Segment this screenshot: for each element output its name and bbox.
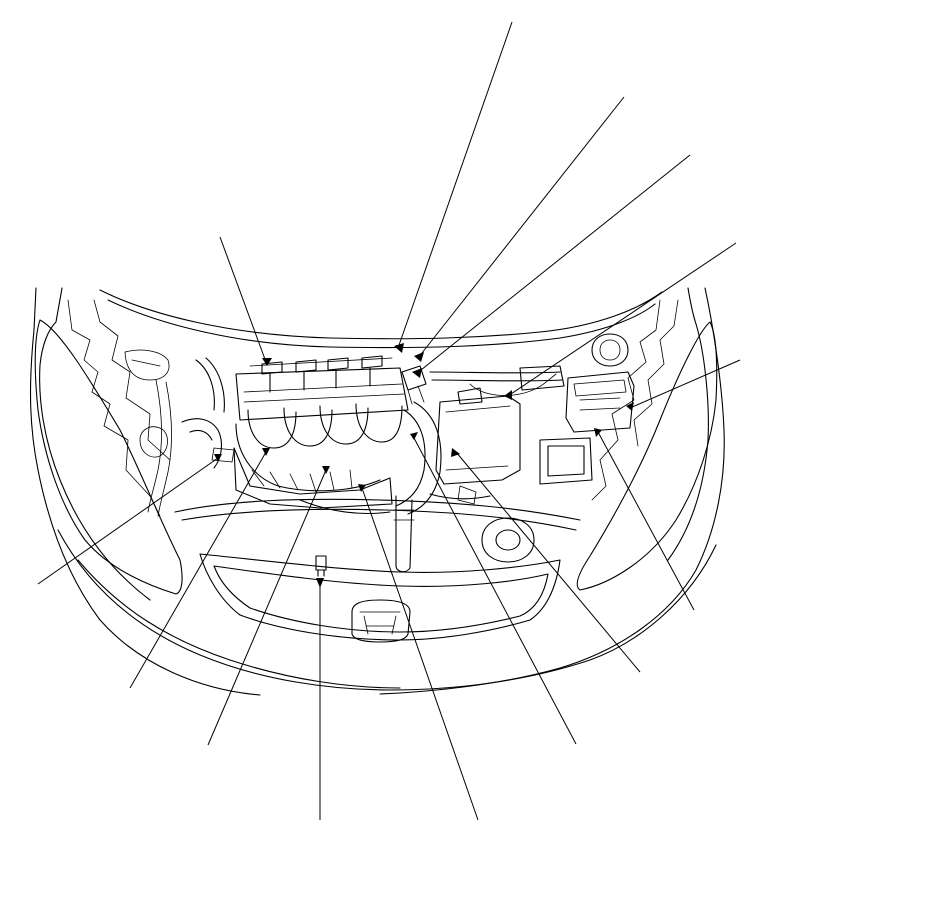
air-cleaner-lid — [445, 405, 511, 471]
marker-9 — [410, 432, 418, 440]
leader-lines — [37, 21, 741, 821]
leader-line-10 — [361, 487, 479, 821]
emblem-outer — [351, 599, 411, 643]
front-bumper — [57, 529, 717, 691]
leader-line-4 — [415, 154, 691, 375]
component-markers — [214, 343, 634, 588]
leader-line-12 — [129, 451, 267, 689]
right-inner-bracket — [539, 437, 593, 485]
left-clamp — [211, 447, 235, 463]
leader-line-9 — [413, 437, 577, 745]
engine-mount — [457, 485, 477, 505]
ignition-coils — [249, 355, 393, 393]
intake-tube — [395, 409, 426, 507]
leader-line-3 — [417, 96, 625, 359]
hood-edge — [99, 289, 663, 340]
exhaust-manifold — [233, 447, 393, 509]
leader-line-6 — [629, 359, 741, 409]
left-fender-inner — [39, 287, 151, 601]
grille-inner — [213, 565, 549, 633]
leader-line-8 — [455, 451, 641, 673]
grille-outer — [199, 553, 561, 641]
left-hose-2 — [195, 357, 225, 413]
intake-runners — [235, 403, 403, 492]
left-bracket-round — [139, 426, 168, 458]
left-apron-bracket — [124, 349, 170, 381]
intake-tube-outer — [407, 401, 442, 515]
air-duct — [395, 495, 413, 573]
marker-5 — [504, 390, 512, 400]
leader-line-13 — [37, 457, 219, 585]
front-sensor — [315, 555, 327, 577]
exhaust-heat-shield — [251, 469, 353, 493]
leader-line-1 — [219, 236, 267, 363]
brake-booster-box — [519, 365, 565, 391]
engine-lower — [299, 493, 491, 514]
marker-14 — [316, 578, 324, 588]
valve-cover-rail — [243, 383, 405, 403]
hood-edge-inner — [107, 299, 656, 349]
vehicle-body — [29, 287, 725, 696]
air-cleaner-connector — [457, 387, 483, 405]
radiator-cap — [481, 517, 535, 563]
air-duct-ribs — [393, 509, 415, 521]
battery-box-top — [573, 379, 627, 411]
throttle-linkage — [407, 385, 425, 405]
valve-cover — [235, 367, 409, 421]
left-headlamp — [34, 319, 183, 595]
coolant-reservoir-cap-inner — [599, 339, 621, 361]
marker-6 — [626, 402, 634, 411]
upper-hose-right — [469, 373, 557, 396]
right-headlamp — [576, 321, 718, 591]
right-apron-details — [591, 299, 679, 501]
marker-1 — [262, 358, 272, 366]
left-washer-hose — [147, 379, 173, 517]
leader-line-5 — [507, 242, 737, 397]
radiator-cap-inner — [495, 529, 521, 551]
left-fender — [29, 287, 261, 696]
emblem-h — [359, 611, 401, 635]
throttle-body — [401, 365, 427, 391]
coolant-reservoir-cap — [591, 333, 629, 367]
marker-2 — [394, 343, 404, 353]
leader-line-7 — [597, 431, 695, 611]
bumper-crease — [174, 498, 581, 521]
battery-box — [565, 371, 635, 433]
right-fender — [379, 287, 725, 695]
front-bumper-lower — [77, 559, 401, 689]
leader-line-11 — [207, 469, 327, 746]
leader-line-2 — [397, 21, 513, 349]
left-apron-details — [67, 299, 171, 517]
engine-assembly — [181, 355, 565, 515]
right-fender-inner — [667, 287, 709, 561]
